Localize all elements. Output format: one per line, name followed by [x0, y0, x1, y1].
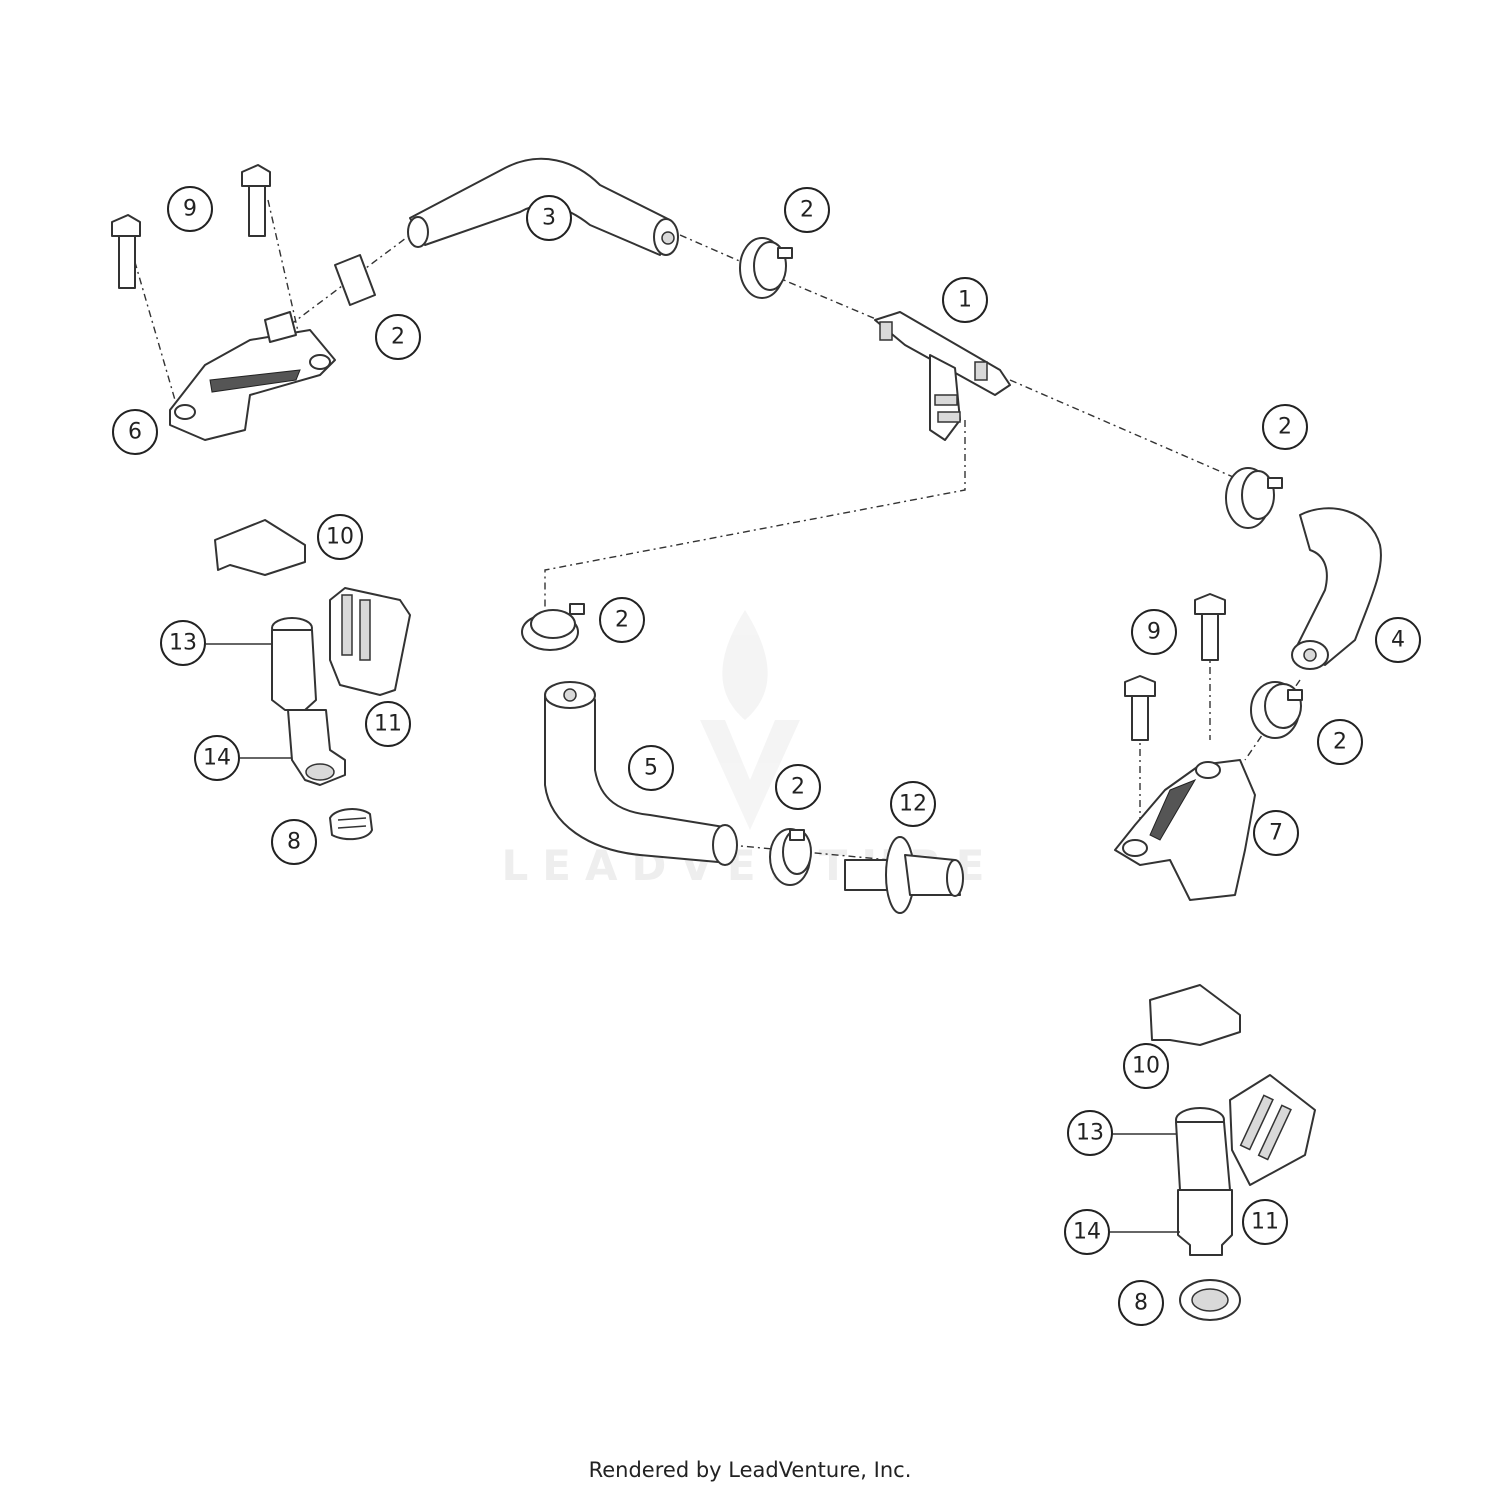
svg-text:5: 5 — [644, 756, 658, 781]
callout-5: 5 — [628, 745, 674, 791]
callout-2d: 2 — [1317, 719, 1363, 765]
screw-9d — [1124, 675, 1156, 741]
injector-14a — [287, 709, 346, 786]
callout-2a: 2 — [375, 314, 421, 360]
callout-8b: 8 — [1118, 1280, 1164, 1326]
callout-14b: 14 — [1064, 1209, 1110, 1255]
svg-text:12: 12 — [899, 792, 927, 817]
watermark-logo — [700, 610, 800, 830]
callout-13a: 13 — [160, 620, 206, 666]
callout-3: 3 — [526, 195, 572, 241]
clamp-2d — [1250, 681, 1303, 739]
svg-text:2: 2 — [615, 608, 629, 633]
svg-text:8: 8 — [287, 830, 301, 855]
callout-2e: 2 — [599, 597, 645, 643]
callout-11b: 11 — [1242, 1199, 1288, 1245]
screw-9a — [111, 214, 141, 289]
callout-7: 7 — [1253, 810, 1299, 856]
clamp-2e — [521, 603, 585, 651]
callout-6: 6 — [112, 409, 158, 455]
svg-text:9: 9 — [1147, 620, 1161, 645]
svg-text:9: 9 — [183, 197, 197, 222]
svg-text:10: 10 — [1132, 1054, 1160, 1079]
footer-credit: Rendered by LeadVenture, Inc. — [588, 1458, 912, 1482]
injector-holder-7 — [1114, 759, 1256, 901]
svg-text:10: 10 — [326, 525, 354, 550]
connector-11b — [1229, 1074, 1316, 1186]
leader-lines — [206, 643, 1180, 1233]
callout-12: 12 — [890, 781, 936, 827]
screw-9b — [241, 164, 271, 237]
fitting-12 — [844, 836, 964, 914]
svg-text:14: 14 — [203, 746, 231, 771]
callout-2b: 2 — [784, 187, 830, 233]
callout-2c: 2 — [1262, 404, 1308, 450]
svg-text:3: 3 — [542, 206, 556, 231]
svg-text:13: 13 — [1076, 1121, 1104, 1146]
injector-holder-6 — [169, 311, 336, 441]
connector-11a — [329, 587, 411, 696]
seal-8b — [1179, 1279, 1241, 1321]
clip-10a — [214, 519, 306, 576]
callout-8a: 8 — [271, 819, 317, 865]
svg-text:6: 6 — [128, 420, 142, 445]
svg-text:8: 8 — [1134, 1291, 1148, 1316]
clamp-2b — [739, 237, 793, 299]
callout-13b: 13 — [1067, 1110, 1113, 1156]
svg-text:14: 14 — [1073, 1220, 1101, 1245]
svg-text:2: 2 — [800, 198, 814, 223]
t-piece-1 — [874, 311, 1011, 441]
callout-9a: 9 — [167, 186, 213, 232]
hose-5 — [544, 681, 738, 866]
callout-10b: 10 — [1123, 1043, 1169, 1089]
callout-14a: 14 — [194, 735, 240, 781]
clamp-2c — [1225, 467, 1283, 529]
callout-4: 4 — [1375, 617, 1421, 663]
svg-text:2: 2 — [1278, 415, 1292, 440]
svg-text:11: 11 — [374, 712, 402, 737]
svg-text:4: 4 — [1391, 628, 1405, 653]
screw-9c — [1194, 593, 1226, 661]
injector-14b — [1177, 1189, 1233, 1256]
callout-1: 1 — [942, 277, 988, 323]
svg-text:1: 1 — [958, 288, 972, 313]
callout-9b: 9 — [1131, 609, 1177, 655]
svg-text:2: 2 — [791, 775, 805, 800]
seal-8a — [329, 808, 373, 841]
callout-10a: 10 — [317, 514, 363, 560]
callout-11a: 11 — [365, 701, 411, 747]
clamp-2a — [334, 254, 376, 306]
callout-2f: 2 — [775, 764, 821, 810]
svg-text:13: 13 — [169, 631, 197, 656]
injector-13b — [1175, 1107, 1231, 1191]
svg-text:2: 2 — [391, 325, 405, 350]
clip-10b — [1149, 984, 1241, 1046]
hose-4 — [1291, 507, 1382, 670]
clamp-2f — [769, 828, 812, 886]
svg-text:2: 2 — [1333, 730, 1347, 755]
svg-text:7: 7 — [1269, 821, 1283, 846]
injector-13a — [271, 617, 317, 711]
svg-text:11: 11 — [1251, 1210, 1279, 1235]
